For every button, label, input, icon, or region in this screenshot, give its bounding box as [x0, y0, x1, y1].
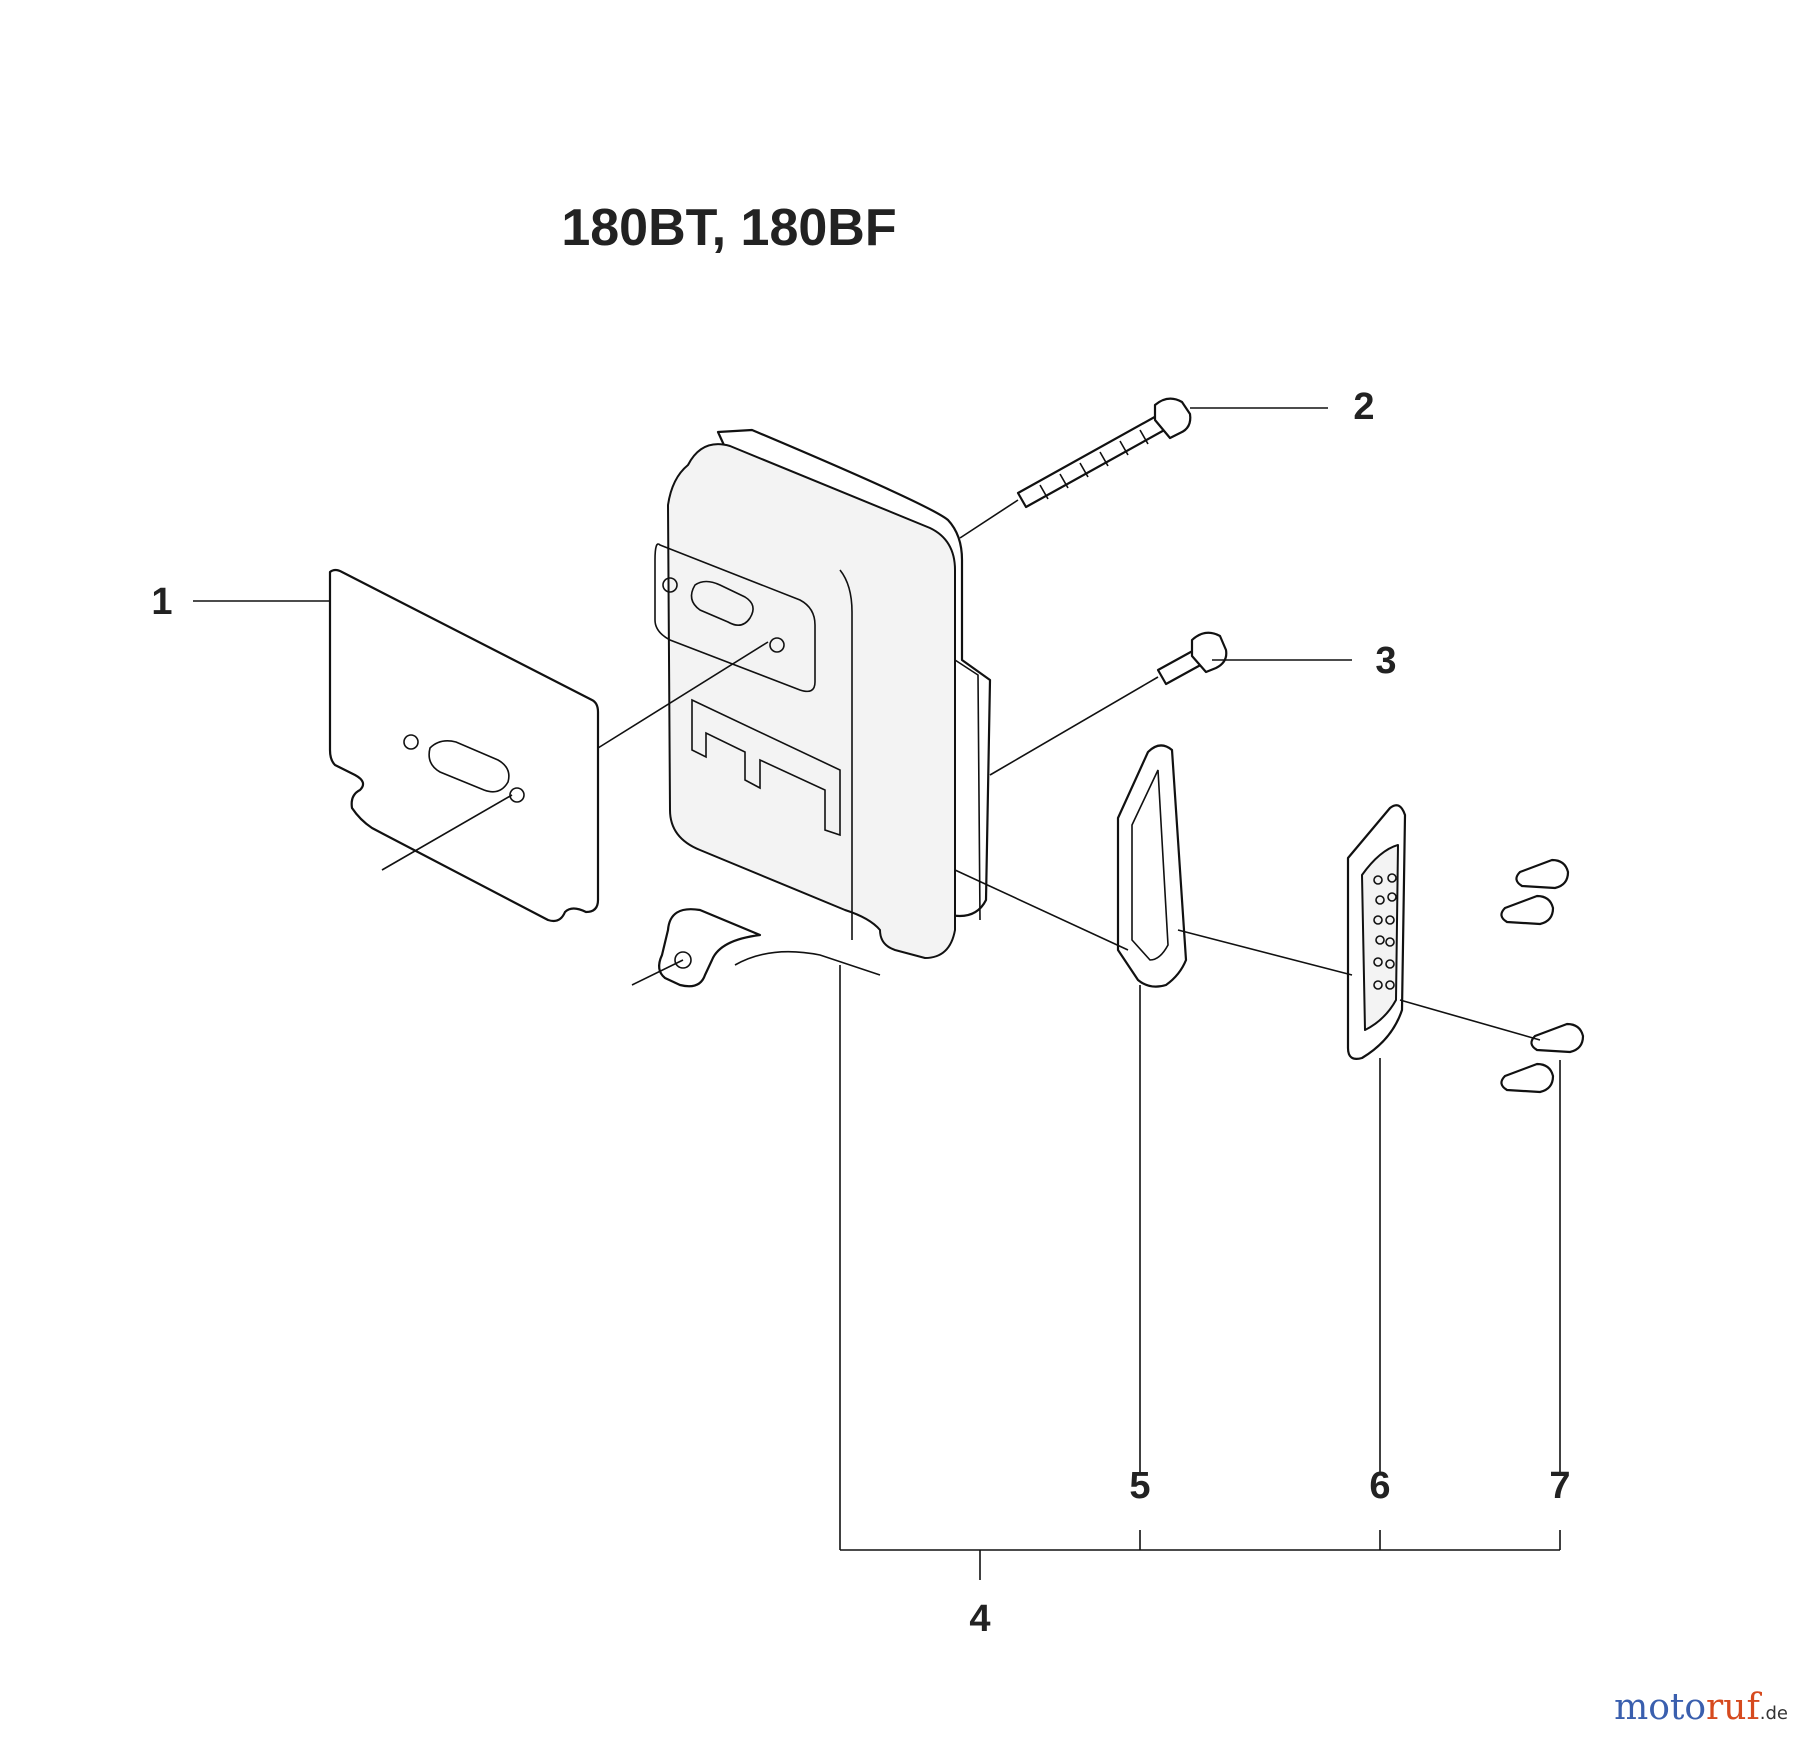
callout-5: 5 — [1129, 1465, 1151, 1507]
gasket-part-5 — [1116, 744, 1188, 988]
long-bolt-part-2 — [1016, 397, 1192, 509]
callout-2: 2 — [1353, 386, 1375, 428]
cover-plate-part-6 — [1346, 804, 1407, 1060]
short-bolt-part-3 — [1156, 631, 1228, 686]
watermark-logo: motoruf.de — [1614, 1687, 1788, 1728]
callout-4: 4 — [969, 1598, 991, 1640]
leader-lines — [193, 407, 1561, 1580]
callout-6: 6 — [1369, 1465, 1391, 1507]
watermark-text-a: moto — [1614, 1687, 1707, 1728]
muffler-body — [654, 428, 992, 988]
callout-1: 1 — [151, 581, 173, 623]
watermark-text-c: .de — [1759, 1703, 1788, 1724]
screws-part-7 — [1500, 858, 1585, 1094]
gasket-part-1 — [328, 568, 600, 923]
watermark-text-b: ruf — [1706, 1687, 1760, 1728]
callout-3: 3 — [1375, 640, 1397, 682]
callout-7: 7 — [1549, 1465, 1571, 1507]
diagram-title: 180BT, 180BF — [561, 199, 897, 257]
